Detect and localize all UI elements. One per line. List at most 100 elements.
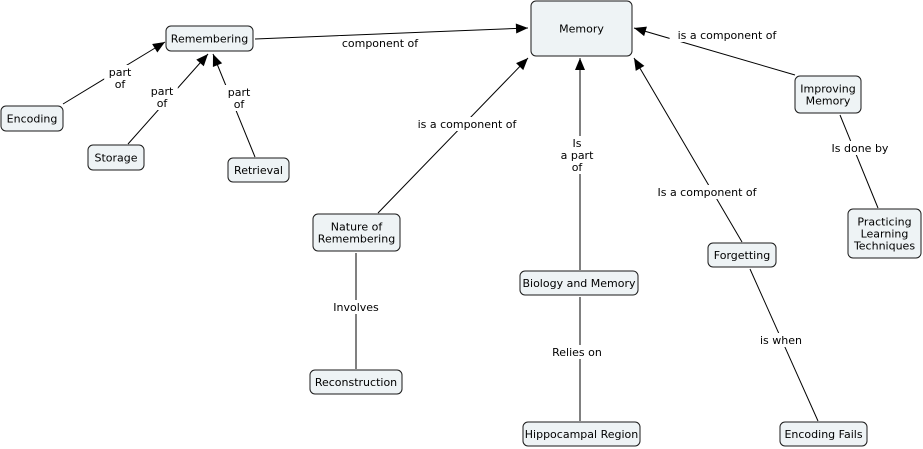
link-label-line: part [109,66,132,79]
arrowhead-icon [196,54,208,67]
node-storage[interactable]: Storage [87,144,145,171]
node-retrieval[interactable]: Retrieval [227,157,290,183]
link-line [633,57,743,243]
link-improving-to-practicing: Is done by [825,114,895,209]
node-label: Remembering [171,33,248,46]
node-encodingfails[interactable]: Encoding Fails [779,421,868,447]
node-box[interactable] [227,157,290,183]
node-memory[interactable]: Memory [530,0,633,57]
node-label-line: Remembering [318,233,395,246]
link-label-background [545,345,609,359]
link-label-line: is when [760,334,802,347]
node-label-line: Reconstruction [315,376,397,389]
node-label: Forgetting [714,249,770,262]
node-encoding[interactable]: Encoding [0,105,64,132]
node-reconstruction[interactable]: Reconstruction [309,369,403,395]
link-label-line: a part [561,149,594,162]
link-label-line: is a component of [678,29,778,42]
node-box[interactable] [165,25,254,52]
arrowhead-icon [152,42,165,53]
node-biology[interactable]: Biology and Memory [519,270,639,296]
node-box[interactable] [847,208,922,259]
link-label: Involves [333,301,379,314]
node-label: Encoding [7,113,58,126]
link-label: Is a component of [657,186,757,199]
node-box[interactable] [87,144,145,171]
node-label: Storage [94,152,137,165]
link-forgetting-to-encodingfails: is when [749,268,819,422]
node-box[interactable] [530,0,633,57]
link-biology-to-hippocampal: Relies on [545,297,609,421]
link-line [254,27,529,40]
arrowhead-icon [575,58,585,70]
link-label-line: Is [573,137,582,150]
node-label-line: Improving [800,83,855,96]
link-label: Is done by [832,142,889,155]
node-box[interactable] [519,270,639,296]
node-label-line: Hippocampal Region [525,428,638,441]
link-label-background [554,136,600,174]
node-hippocampal[interactable]: Hippocampal Region [522,421,641,447]
link-label-background [223,85,255,111]
node-box[interactable] [312,213,401,252]
node-label: Reconstruction [315,376,397,389]
node-label-line: Biology and Memory [522,277,636,290]
node-forgetting[interactable]: Forgetting [707,242,777,268]
node-label-line: Nature of [331,221,384,234]
link-label: is when [760,334,802,347]
node-box[interactable] [779,421,868,447]
node-box[interactable] [309,369,403,395]
node-label-line: Memory [806,95,851,108]
link-label-line: Is a component of [657,186,757,199]
node-label-line: Encoding [7,113,58,126]
node-box[interactable] [0,105,64,132]
link-label-background [825,141,895,155]
link-label-line: part [228,86,251,99]
link-label-background [409,117,525,131]
node-box[interactable] [522,421,641,447]
node-label-line: Remembering [171,33,248,46]
link-label-line: of [157,97,169,110]
node-label: Hippocampal Region [525,428,638,441]
link-remembering-to-memory: component of [254,23,529,50]
link-nature-to-reconstruction: Involves [327,253,385,369]
arrowhead-icon [515,23,528,34]
link-label-background [669,28,785,42]
link-line [633,27,796,76]
link-label-line: of [572,161,584,174]
node-label-line: Learning [861,228,909,241]
node-box[interactable] [707,242,777,268]
node-remembering[interactable]: Remembering [165,25,254,52]
arrowhead-icon [212,54,223,67]
link-improving-to-memory: is a component of [633,26,796,76]
link-label-background [649,185,765,199]
link-line [839,114,879,209]
link-label-line: Is done by [832,142,889,155]
node-label-line: Encoding Fails [784,428,862,441]
node-label-line: Practicing [857,216,911,229]
link-label-background [146,84,178,110]
node-label-line: Retrieval [234,164,283,177]
link-label-background [338,36,422,50]
link-label: is a component of [678,29,778,42]
node-box[interactable] [794,75,862,114]
arrowhead-icon [634,26,647,37]
node-label-line: Techniques [853,240,915,253]
node-label-line: Storage [94,152,137,165]
link-label-line: is a component of [418,118,518,131]
